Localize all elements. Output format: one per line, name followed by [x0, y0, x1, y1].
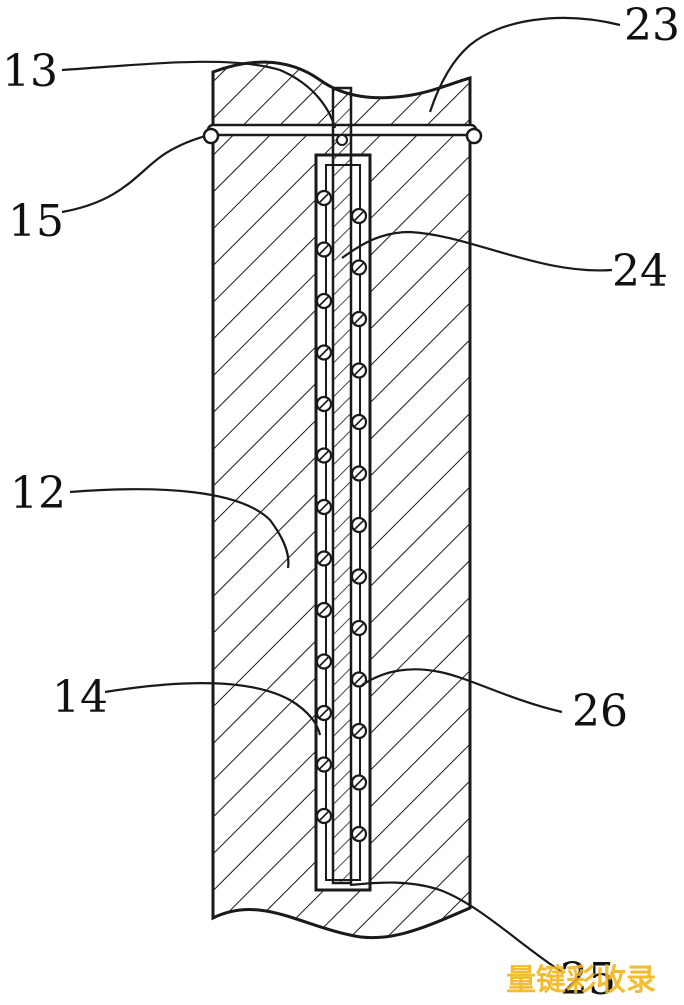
- coil-bead-mark: [353, 261, 365, 274]
- coil-bead-mark: [353, 725, 365, 737]
- coil-bead-mark: [318, 758, 330, 771]
- coil-bead-mark: [353, 416, 365, 428]
- leader-14: [104, 682, 322, 736]
- coil-bead-mark: [353, 467, 365, 480]
- label-13: 13: [2, 46, 58, 97]
- leader-12: [69, 488, 290, 569]
- coil-bead-mark: [318, 810, 330, 822]
- watermark-text: 量键彩收录: [506, 963, 656, 998]
- coil-bead-mark: [353, 570, 365, 583]
- coil-bead-mark: [353, 673, 365, 686]
- coil-beads-part-26: [315, 189, 368, 843]
- leader-26: [361, 668, 563, 714]
- label-26: 26: [572, 686, 628, 737]
- label-12: 12: [10, 468, 66, 519]
- leader-15: [61, 134, 206, 214]
- coil-bead-mark: [353, 313, 365, 325]
- coil-bead-mark: [353, 364, 365, 377]
- coil-bead-mark: [353, 210, 365, 222]
- coil-bead-mark: [318, 346, 330, 359]
- coil-bead-mark: [318, 604, 330, 616]
- coil-bead-mark: [318, 295, 330, 307]
- leader-24: [341, 230, 613, 272]
- coil-bead-mark: [318, 655, 330, 668]
- coil-bead-mark: [318, 192, 330, 204]
- label-15: 15: [8, 196, 64, 247]
- coil-bead-mark: [318, 398, 330, 410]
- label-14: 14: [52, 672, 108, 723]
- label-23: 23: [624, 0, 680, 51]
- coil-bead-mark: [318, 707, 330, 719]
- coil-bead-mark: [318, 449, 330, 462]
- coil-bead-mark: [353, 519, 365, 531]
- coil-bead-mark: [353, 828, 365, 840]
- coil-bead-mark: [318, 501, 330, 513]
- leader-lines: [61, 16, 621, 973]
- central-rod-part-24: [331, 86, 353, 885]
- leader-25: [349, 881, 563, 973]
- coil-bead-mark: [318, 552, 330, 565]
- label-25: 25: [560, 954, 616, 1000]
- leader-23: [428, 16, 621, 113]
- coil-bead-mark: [353, 776, 365, 789]
- coil-bead-mark: [353, 622, 365, 634]
- leader-13: [61, 60, 337, 129]
- coil-bead-mark: [318, 243, 330, 256]
- label-24: 24: [612, 246, 668, 297]
